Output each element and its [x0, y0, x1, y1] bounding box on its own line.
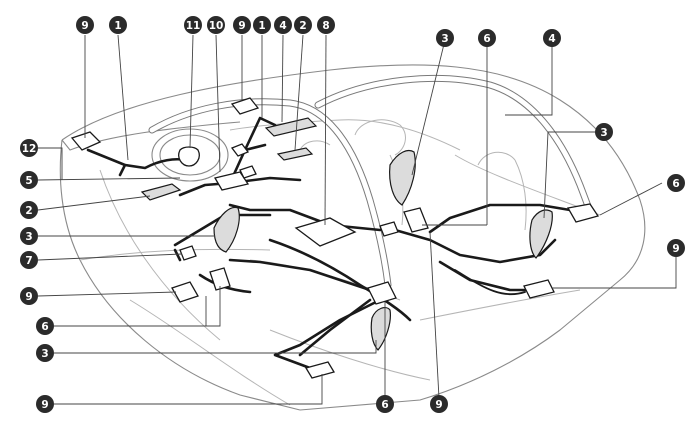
callout-marker: 3 — [595, 123, 613, 141]
callout-marker: 9 — [233, 16, 251, 34]
svg-text:9: 9 — [81, 20, 88, 32]
callout-marker: 3 — [436, 29, 454, 47]
leader-lines — [37, 34, 677, 405]
shift-sensor — [239, 165, 257, 179]
side-airbag-rear-right — [529, 209, 553, 259]
side-sensor-center — [379, 221, 399, 237]
callout-marker: 6 — [667, 174, 685, 192]
svg-text:9: 9 — [41, 399, 48, 411]
svg-text:6: 6 — [672, 178, 679, 190]
seat-belt-tensioner-front — [403, 207, 429, 233]
callout-marker: 6 — [36, 317, 54, 335]
callout-marker: 3 — [36, 344, 54, 362]
svg-text:9: 9 — [672, 243, 679, 255]
passenger-airbag — [264, 117, 318, 137]
front-sensor-top — [230, 97, 260, 115]
front-sensor-left — [70, 131, 102, 151]
buckle-switch-left — [209, 267, 231, 291]
srs-control-unit — [213, 171, 250, 191]
side-airbag-front-passenger — [389, 149, 416, 206]
callout-markers: 9 1 11 10 9 1 4 2 8 3 6 4 3 6 12 5 2 3 7… — [20, 16, 685, 413]
callout-marker: 4 — [543, 29, 561, 47]
svg-text:4: 4 — [279, 20, 286, 32]
rear-sensor-right — [523, 279, 555, 299]
svg-text:5: 5 — [25, 175, 32, 187]
rear-sensor-lower — [305, 361, 335, 379]
car-body-outline — [59, 64, 646, 411]
callout-marker: 9 — [76, 16, 94, 34]
svg-text:9: 9 — [25, 291, 32, 303]
svg-text:9: 9 — [238, 20, 245, 32]
callout-marker: 10 — [207, 16, 225, 34]
svg-text:6: 6 — [483, 33, 490, 45]
svg-text:3: 3 — [600, 127, 607, 139]
callout-marker: 3 — [20, 227, 38, 245]
svg-text:3: 3 — [441, 33, 448, 45]
callout-marker: 12 — [20, 139, 38, 157]
callout-marker: 2 — [294, 16, 312, 34]
svg-text:1: 1 — [258, 20, 265, 32]
svg-text:4: 4 — [548, 33, 555, 45]
steering-module — [178, 146, 200, 167]
srs-components — [70, 97, 600, 379]
side-sensor-left — [171, 281, 199, 303]
callout-marker: 9 — [430, 395, 448, 413]
svg-text:8: 8 — [322, 20, 329, 32]
svg-text:3: 3 — [25, 231, 32, 243]
callout-marker: 11 — [184, 16, 202, 34]
weight-sensor-left — [179, 245, 197, 261]
svg-text:10: 10 — [209, 20, 224, 32]
callout-marker: 2 — [20, 201, 38, 219]
callout-marker: 6 — [376, 395, 394, 413]
callout-marker: 1 — [109, 16, 127, 34]
svg-text:2: 2 — [299, 20, 306, 32]
callout-marker: 6 — [478, 29, 496, 47]
curtain-airbags — [148, 74, 594, 289]
svg-text:2: 2 — [25, 205, 32, 217]
seat-belt-tensioner-lower — [367, 281, 397, 305]
side-airbag-rear-center — [370, 307, 391, 351]
callout-marker: 9 — [667, 239, 685, 257]
svg-text:3: 3 — [41, 348, 48, 360]
occupant-sensor-pad — [294, 217, 357, 247]
callout-marker: 9 — [36, 395, 54, 413]
side-airbag-front-driver — [213, 206, 240, 253]
svg-text:1: 1 — [114, 20, 121, 32]
callout-marker: 8 — [317, 16, 335, 34]
svg-text:7: 7 — [25, 255, 32, 267]
svg-text:12: 12 — [22, 143, 37, 155]
callout-marker: 4 — [274, 16, 292, 34]
knee-airbag-driver — [140, 183, 182, 201]
callout-marker: 9 — [20, 287, 38, 305]
svg-text:11: 11 — [186, 20, 201, 32]
svg-text:6: 6 — [41, 321, 48, 333]
indicator-module — [230, 143, 250, 157]
callout-marker: 7 — [20, 251, 38, 269]
knee-airbag-passenger — [276, 147, 314, 161]
seat-belt-tensioner-rear — [566, 203, 600, 223]
svg-text:9: 9 — [435, 399, 442, 411]
svg-text:6: 6 — [381, 399, 388, 411]
callout-marker: 5 — [20, 171, 38, 189]
callout-marker: 1 — [253, 16, 271, 34]
